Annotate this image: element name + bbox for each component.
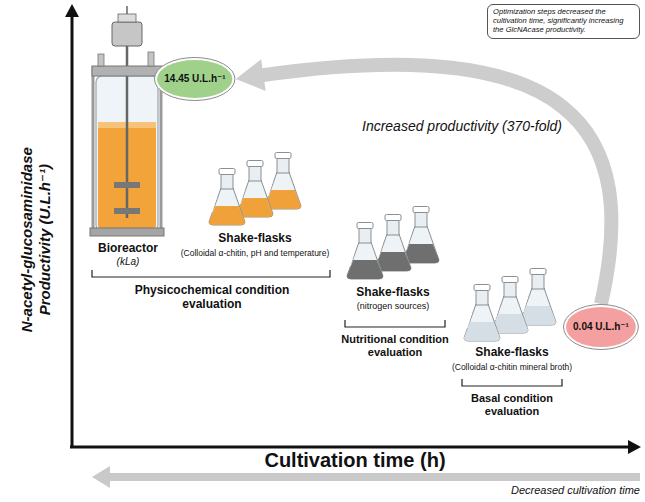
equipment-label: Shake-flasks bbox=[195, 231, 315, 245]
circle-fill bbox=[566, 307, 636, 347]
stage-label-box: Nutritional condition evaluation bbox=[328, 333, 462, 359]
parameter-label-box: (Colloidal α-chitin mineral broth) bbox=[427, 362, 597, 372]
edge-label-text: Increased productivity (370-fold) bbox=[360, 118, 564, 134]
equipment-label: Shake-flasks bbox=[452, 345, 572, 359]
stage-label-box: Physicochemical condition evaluation bbox=[132, 283, 292, 311]
equipment-label-box: Bioreactor bbox=[78, 241, 178, 255]
shake-flasks-light bbox=[464, 269, 556, 342]
stage-label: Basal condition evaluation bbox=[452, 392, 572, 418]
circle-ring bbox=[155, 58, 235, 101]
stage-label: Physicochemical condition evaluation bbox=[132, 283, 292, 311]
productivity-circle: 14.45 U.L.h⁻¹ bbox=[154, 57, 235, 101]
arrow-label-box: Decreased cultivation time bbox=[460, 484, 640, 497]
shake-flasks-orange bbox=[209, 153, 301, 226]
shake-flasks-grey bbox=[347, 207, 439, 280]
axis-title: Cultivation time (h) bbox=[190, 449, 520, 473]
axis-title: N-acetyl-glucosaminidase Productivity (U… bbox=[18, 105, 53, 375]
node-text: 0.04 U.L.h⁻¹ bbox=[573, 321, 629, 333]
parameter-label-box: (Colloidal α-chitin, pH and temperature) bbox=[145, 248, 365, 258]
equipment-label-box: Shake-flasks bbox=[333, 285, 453, 299]
y-axis bbox=[65, 4, 79, 448]
stage-label-box: Basal condition evaluation bbox=[452, 392, 572, 418]
parameter-label: (Colloidal α-chitin mineral broth) bbox=[427, 362, 597, 372]
arrow-line bbox=[261, 65, 611, 304]
parameter-label-box: (nitrogen sources) bbox=[333, 301, 453, 312]
arrow-head bbox=[236, 59, 266, 91]
equipment-label: Bioreactor bbox=[78, 241, 178, 255]
parameter-label: (kLa) bbox=[98, 256, 158, 268]
stage-label: Nutritional condition evaluation bbox=[328, 333, 462, 359]
parameter-label: (nitrogen sources) bbox=[333, 301, 453, 312]
productivity-circle: 0.04 U.L.h⁻¹ bbox=[563, 304, 639, 350]
equipment-label-box: Shake-flasks bbox=[195, 231, 315, 245]
node-text: Optimization steps decreased the cultiva… bbox=[493, 8, 634, 35]
axis-title-box: Cultivation time (h) bbox=[190, 449, 520, 473]
note-box: Optimization steps decreased the cultiva… bbox=[487, 4, 640, 39]
axis-title-box: N-acetyl-glucosaminidase Productivity (U… bbox=[18, 105, 53, 375]
node-text: 14.45 U.L.h⁻¹ bbox=[164, 73, 225, 85]
edge-label: Increased productivity (370-fold) bbox=[360, 118, 564, 134]
circle-ring bbox=[564, 305, 639, 350]
equipment-label: Shake-flasks bbox=[333, 285, 453, 299]
productivity-arrow bbox=[236, 59, 612, 304]
parameter-label-box: (kLa) bbox=[98, 256, 158, 268]
arrow-label: Decreased cultivation time bbox=[460, 484, 640, 497]
circle-fill bbox=[157, 60, 232, 98]
parameter-label: (Colloidal α-chitin, pH and temperature) bbox=[145, 248, 365, 258]
bioreactor-illustration bbox=[90, 6, 164, 236]
equipment-label-box: Shake-flasks bbox=[452, 345, 572, 359]
